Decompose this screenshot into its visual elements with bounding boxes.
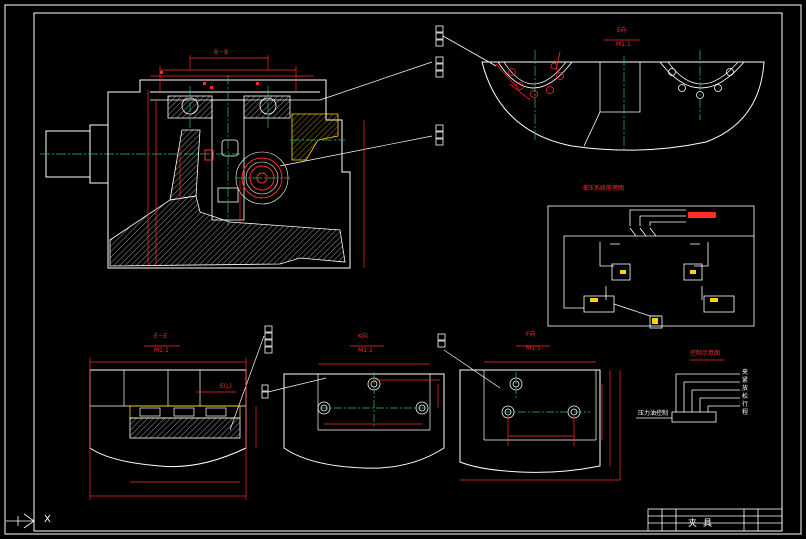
label-detail-e: E(L) bbox=[220, 383, 232, 390]
view-e bbox=[481, 39, 765, 151]
part-balloons-top bbox=[435, 25, 497, 146]
label-view-k-scale: M1:1 bbox=[358, 347, 373, 354]
label-section-b-b: B－B bbox=[214, 49, 229, 56]
label-view-e: E向 bbox=[617, 27, 627, 34]
control-legend-5: 行 bbox=[742, 401, 749, 408]
title-block bbox=[647, 508, 783, 532]
control-legend-4: 松 bbox=[742, 393, 749, 400]
hydraulic-schematic bbox=[547, 205, 755, 329]
drawing-frame bbox=[4, 4, 802, 535]
label-section-e-e-scale: M1:1 bbox=[154, 347, 169, 354]
label-hydraulic-schematic: 液压系统原理图 bbox=[582, 185, 625, 192]
view-k bbox=[267, 345, 445, 469]
label-view-e-scale: M1:1 bbox=[616, 41, 631, 48]
view-f bbox=[437, 333, 621, 481]
control-legend-2: 紧 bbox=[742, 377, 749, 384]
label-view-f: F向 bbox=[526, 331, 536, 338]
control-legend-6: 程 bbox=[742, 409, 749, 416]
section-e-e bbox=[89, 335, 265, 500]
ucs-x-label: X bbox=[44, 514, 51, 525]
label-view-k: K向 bbox=[358, 333, 368, 340]
title-block-title: 夹具 bbox=[688, 519, 719, 529]
label-control-schematic: 控制示意图 bbox=[690, 350, 721, 357]
control-legend-1: 夹 bbox=[742, 369, 749, 376]
label-section-e-e: E－E bbox=[154, 333, 168, 340]
main-assembly-view bbox=[40, 55, 433, 269]
control-input-label: 压力油控制 bbox=[638, 410, 669, 417]
ucs-axis-icon bbox=[6, 513, 35, 529]
part-balloons-bottom-left bbox=[261, 325, 273, 399]
control-legend-3: 放 bbox=[742, 385, 749, 392]
label-view-f-scale: M1:1 bbox=[526, 345, 541, 352]
control-schematic bbox=[636, 373, 740, 423]
hydraulic-valve-marks bbox=[590, 212, 718, 324]
